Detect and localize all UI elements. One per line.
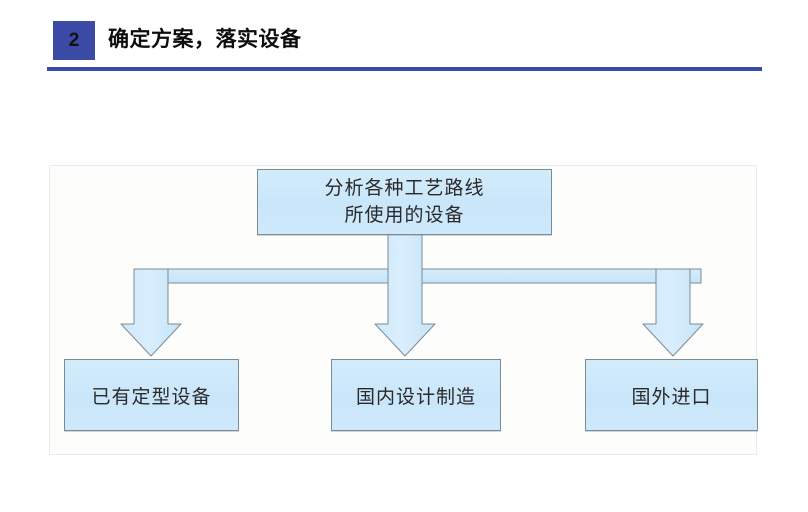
connector-arrow-center — [374, 225, 436, 357]
flowchart-node-root-line1: 分析各种工艺路线 — [324, 178, 485, 199]
flowchart-node-root: 分析各种工艺路线 所使用的设备 — [257, 169, 552, 235]
connector-arrow-right — [642, 268, 704, 357]
connector-arrow-left — [120, 268, 182, 357]
flowchart-container: 分析各种工艺路线 所使用的设备 已有定型设备 国内设计制造 国外进口 — [49, 165, 758, 455]
flowchart-node-root-line2: 所使用的设备 — [344, 205, 465, 226]
flowchart-node-branch-2: 国内设计制造 — [331, 359, 501, 431]
slide-header: 2 确定方案，落实设备 — [0, 0, 808, 80]
flowchart-node-branch-3: 国外进口 — [585, 359, 758, 431]
header-divider — [47, 67, 762, 71]
connector-horizontal-bar — [138, 268, 702, 284]
step-number-badge: 2 — [53, 21, 95, 60]
page-title: 确定方案，落实设备 — [108, 28, 302, 51]
flowchart-node-branch-1: 已有定型设备 — [64, 359, 239, 431]
